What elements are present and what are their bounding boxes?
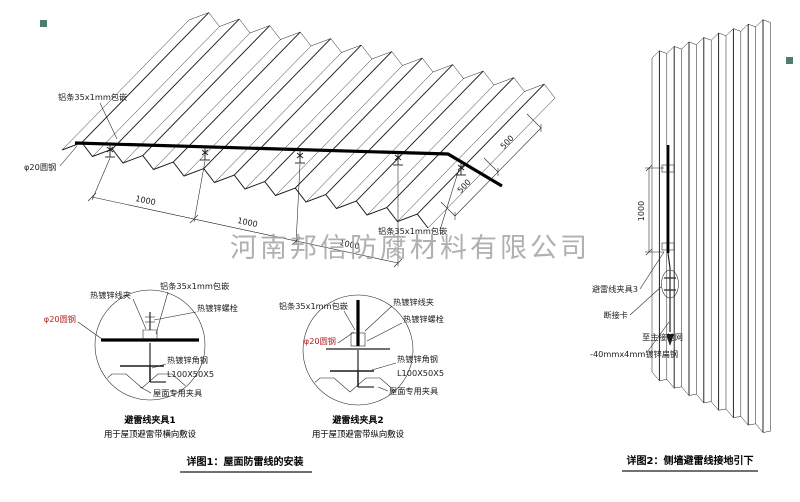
wall-dimension bbox=[645, 164, 664, 256]
clamp1-detail-view: 热镀锌线夹 铝条35x1mm包嵌 热镀锌螺栓 φ20圆钢 热镀锌角钢 L100X… bbox=[44, 281, 238, 439]
wall-detail-view: 1000 避雷线夹具3 断接卡 至主接地网 -40mmx4mm镀锌扁钢 bbox=[590, 19, 771, 433]
detail1-caption: 详图1：屋面防雷线的安装 bbox=[187, 455, 304, 468]
leader-lines-roof bbox=[59, 102, 460, 231]
dim-wall-1000: 1000 bbox=[637, 201, 646, 221]
wall-clamps bbox=[661, 164, 675, 251]
lightning-wire bbox=[74, 141, 503, 188]
label-c2-bolt: 热镀锌螺栓 bbox=[403, 314, 444, 324]
label-c1-angle-spec: L100X50X5 bbox=[167, 369, 214, 379]
leader-lines-clamp2 bbox=[337, 305, 403, 392]
dim-1000-2: 1000 bbox=[237, 216, 259, 229]
roof-isometric-view: 1000 1000 1000 500 500 铝条35x1mm包嵌 φ20圆钢 … bbox=[24, 12, 556, 268]
label-c1-round-steel: φ20圆钢 bbox=[44, 314, 76, 324]
label-c2-roof-fixture: 屋面专用夹具 bbox=[389, 386, 438, 396]
disconnect-card-circle bbox=[661, 269, 679, 299]
dim-500-1: 500 bbox=[456, 178, 473, 195]
clamp2-subtitle: 用于屋顶避雷带纵向敷设 bbox=[312, 429, 405, 439]
label-c1-roof-fixture: 屋面专用夹具 bbox=[153, 388, 202, 398]
label-flat-steel: -40mmx4mm镀锌扁钢 bbox=[590, 349, 678, 359]
dim-500-2: 500 bbox=[499, 134, 516, 151]
label-c2-angle-steel: 热镀锌角钢 bbox=[397, 354, 438, 364]
corrugated-wall-sheets bbox=[651, 19, 771, 433]
clamp1-drawing bbox=[96, 312, 199, 389]
dimension-lines bbox=[87, 113, 542, 268]
dim-1000-1: 1000 bbox=[135, 194, 157, 207]
label-to-main-ground: 至主接地网 bbox=[642, 332, 683, 342]
label-clamp3: 避雷线夹具3 bbox=[592, 284, 638, 294]
company-watermark: 河南邦信防腐材料有限公司 bbox=[230, 233, 590, 264]
detail-circle-2 bbox=[302, 294, 414, 406]
leader-lines-clamp1 bbox=[77, 291, 197, 394]
label-c2-angle-spec: L100X50X5 bbox=[397, 368, 444, 378]
label-c2-alu-strip: 铝条35x1mm包嵌 bbox=[279, 301, 348, 311]
clamp2-detail-view: 铝条35x1mm包嵌 热镀锌线夹 热镀锌螺栓 φ20圆钢 热镀锌角钢 L100X… bbox=[279, 294, 444, 439]
label-disconnect-card: 断接卡 bbox=[603, 310, 628, 320]
detail2-caption: 详图2：侧墙避雷线接地引下 bbox=[627, 454, 754, 467]
leader-lines-wall bbox=[629, 251, 670, 352]
dim-1000-3: 1000 bbox=[339, 238, 361, 251]
label-alu-strip-right: 铝条35x1mm包嵌 bbox=[378, 226, 447, 236]
grip-mark-right bbox=[786, 57, 793, 64]
clamp2-drawing bbox=[304, 300, 397, 393]
label-c1-alu-strip: 铝条35x1mm包嵌 bbox=[160, 281, 229, 291]
clamp2-title: 避雷线夹具2 bbox=[332, 414, 383, 426]
label-round-steel-roof: φ20圆钢 bbox=[24, 162, 56, 172]
label-c2-wire-clip: 热镀锌线夹 bbox=[393, 297, 434, 307]
clamp1-subtitle: 用于屋顶避雷带横向敷设 bbox=[104, 429, 197, 439]
label-c2-round-steel: φ20圆钢 bbox=[304, 336, 336, 346]
label-c1-angle-steel: 热镀锌角钢 bbox=[167, 355, 208, 365]
grip-mark-top-left bbox=[40, 20, 47, 27]
label-c1-wire-clip: 热镀锌线夹 bbox=[90, 290, 131, 300]
detail-circle-1 bbox=[94, 289, 206, 401]
label-alu-strip-top: 铝条35x1mm包嵌 bbox=[58, 92, 127, 102]
flat-steel-conductor bbox=[667, 252, 671, 332]
ground-arrow bbox=[666, 334, 674, 346]
corrugated-roof-sheets bbox=[61, 12, 556, 229]
clamp1-title: 避雷线夹具1 bbox=[124, 414, 175, 426]
label-c1-bolt: 热镀锌螺栓 bbox=[197, 303, 238, 313]
